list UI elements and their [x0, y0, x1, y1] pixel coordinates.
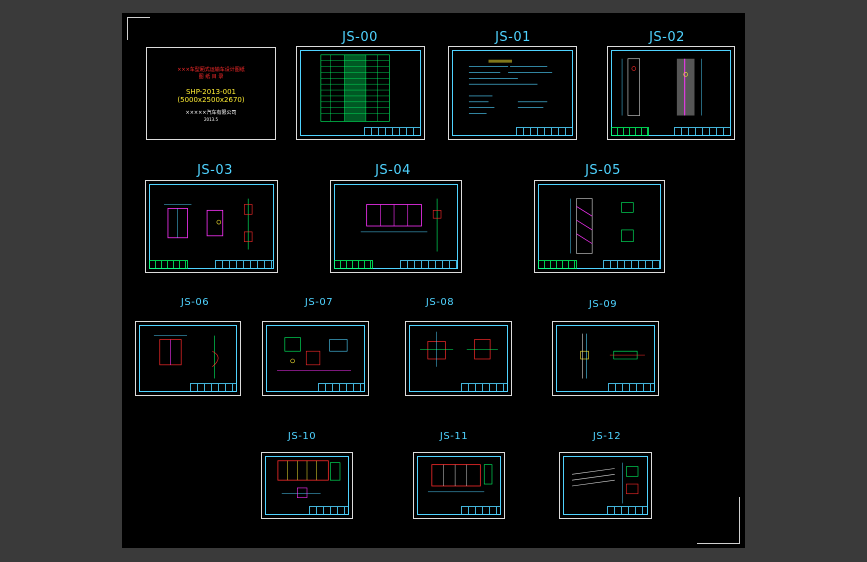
sheet-label-js-00: JS-00: [342, 30, 378, 45]
sheet-js-02[interactable]: [607, 46, 735, 140]
sheet-js-06[interactable]: [135, 321, 241, 396]
sheet-label-js-07: JS-07: [304, 297, 334, 308]
sheet-js-04[interactable]: [330, 180, 462, 273]
sheet-label-js-12: JS-12: [592, 431, 622, 442]
drawing-canvas[interactable]: ×××车型厢式运输车设计图纸 图 纸 目 录 SHP-2013-001 (500…: [122, 13, 745, 548]
sheet-js-05[interactable]: [534, 180, 665, 273]
cover-sheet[interactable]: ×××车型厢式运输车设计图纸 图 纸 目 录 SHP-2013-001 (500…: [146, 47, 276, 140]
sheet-label-js-01: JS-01: [495, 30, 531, 45]
sheet-js-03[interactable]: [145, 180, 278, 273]
sheet-label-js-04: JS-04: [375, 163, 411, 178]
cover-company: ×××××汽车有限公司: [185, 110, 237, 116]
sheet-label-js-03: JS-03: [197, 163, 233, 178]
sheet-js-08[interactable]: [405, 321, 512, 396]
sheet-js-11[interactable]: [413, 452, 505, 519]
sheet-js-00[interactable]: [296, 46, 425, 140]
sheet-label-js-11: JS-11: [439, 431, 469, 442]
cover-subtitle: 图 纸 目 录: [198, 74, 224, 80]
sheet-label-js-05: JS-05: [585, 163, 621, 178]
sheet-js-10[interactable]: [261, 452, 353, 519]
cover-date: 2013.5: [204, 117, 218, 122]
sheet-js-07[interactable]: [262, 321, 369, 396]
sheet-js-01[interactable]: [448, 46, 577, 140]
cover-title: ×××车型厢式运输车设计图纸: [177, 67, 245, 73]
corner-mark-top-left: [127, 17, 150, 40]
cover-code: SHP-2013-001: [185, 88, 236, 96]
sheet-label-js-06: JS-06: [180, 297, 210, 308]
sheet-label-js-08: JS-08: [425, 297, 455, 308]
sheet-label-js-02: JS-02: [649, 30, 685, 45]
corner-mark-bottom-right: [697, 497, 740, 544]
sheet-label-js-09: JS-09: [588, 299, 618, 310]
sheet-js-12[interactable]: [559, 452, 652, 519]
cover-size: (5000x2500x2670): [177, 96, 245, 104]
sheet-label-js-10: JS-10: [287, 431, 317, 442]
sheet-js-09[interactable]: [552, 321, 659, 396]
